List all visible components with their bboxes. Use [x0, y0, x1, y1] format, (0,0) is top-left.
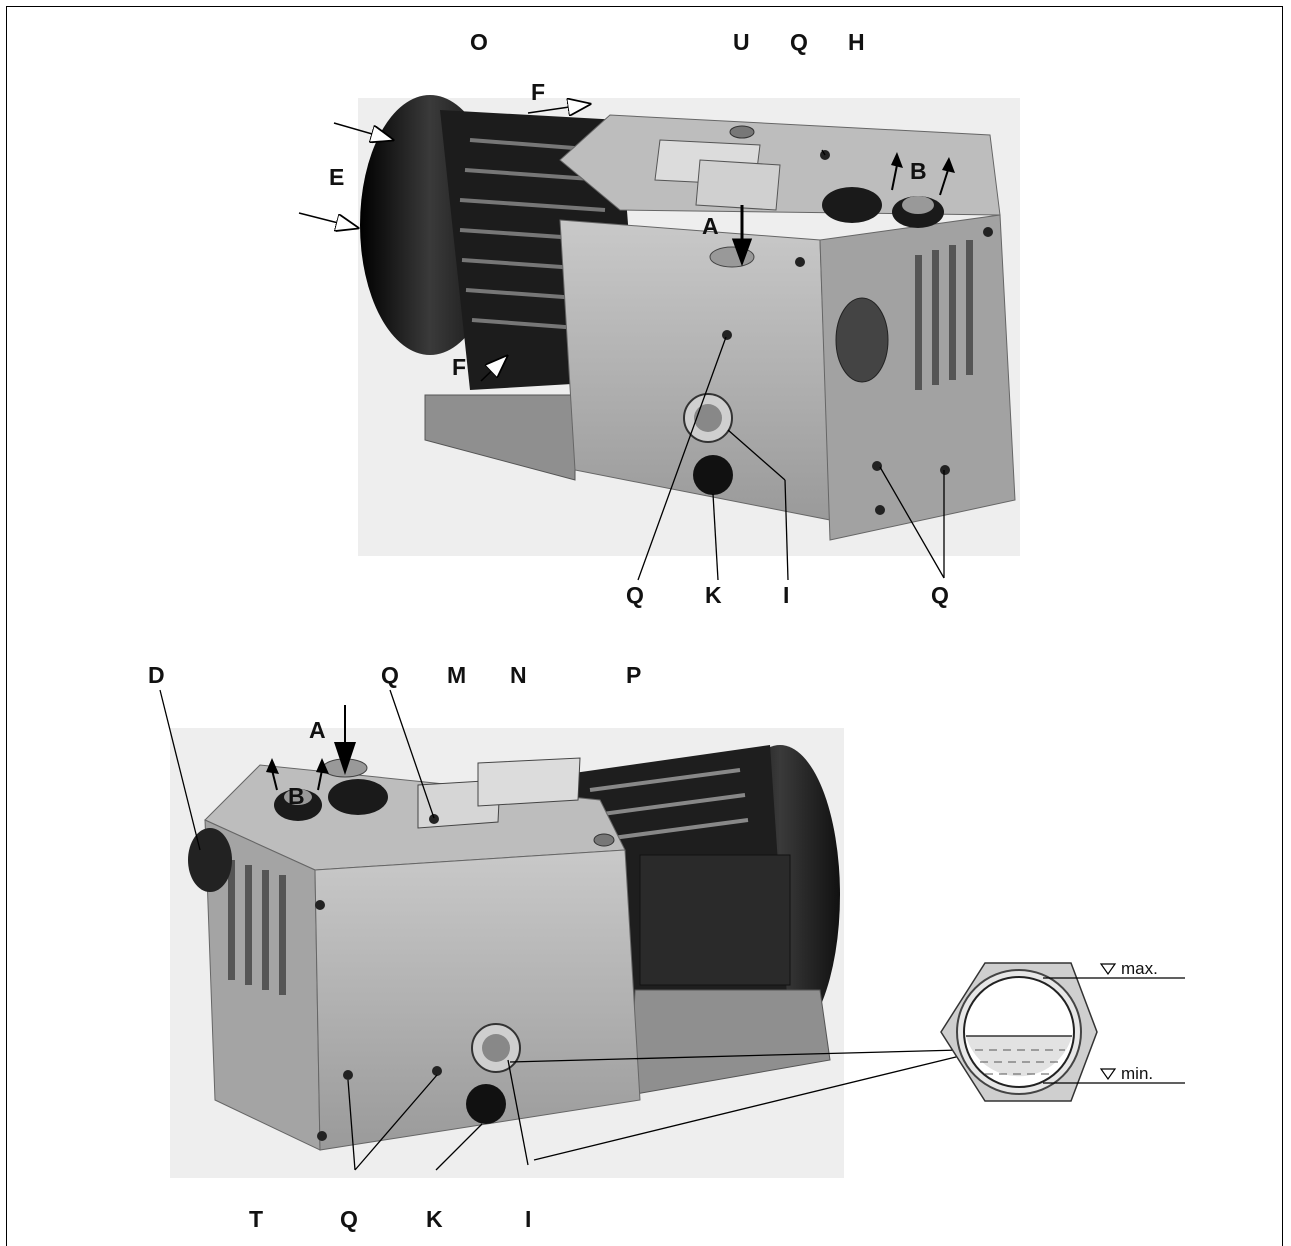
label-bottom-q: Q [340, 1206, 358, 1232]
bottom-terminal-box [639, 854, 791, 986]
top-arrow-b-heads [891, 152, 955, 173]
bottom-arrow-b-vents [271, 769, 323, 791]
top-knob-b-cap [902, 196, 934, 214]
label-top-b: B [910, 158, 927, 184]
bottom-pump-photo [159, 689, 844, 1178]
top-arrow-f-lower [480, 356, 507, 382]
label-top-h: H [848, 29, 865, 55]
bottom-callout-labels: D Q M N P A B T Q K I [148, 662, 641, 1232]
label-top-q-right: Q [931, 582, 949, 608]
top-sight-glass-inner [694, 404, 722, 432]
bottom-sight-glass-inner [482, 1034, 510, 1062]
label-bottom-a: A [309, 717, 326, 743]
label-bottom-i: I [525, 1206, 531, 1232]
top-pump-photo [298, 95, 1020, 581]
label-top-q-left: Q [626, 582, 644, 608]
top-arrow-intake-upper [333, 122, 393, 140]
label-bottom-k: K [426, 1206, 443, 1232]
bottom-housing-front [314, 849, 641, 1151]
top-knob-h [822, 187, 882, 223]
bottom-leader-lines [159, 689, 529, 1171]
top-port-u [729, 125, 755, 139]
bottom-arrow-a-head [334, 742, 356, 775]
label-top-e: E [329, 164, 344, 190]
label-top-f-upper: F [531, 79, 545, 105]
bottom-exhaust-port [188, 828, 232, 892]
top-arrow-f-upper [527, 104, 590, 113]
bottom-housing-screws [315, 814, 442, 1141]
bottom-drain-plug [466, 1084, 506, 1124]
gauge-max-marker [1099, 963, 1117, 976]
bottom-knob-b-cap [284, 789, 312, 805]
gauge-leader-lower [533, 1055, 961, 1161]
label-bottom-b: B [288, 783, 305, 809]
top-exhaust-port [835, 297, 889, 383]
label-bottom-m: M [447, 662, 466, 688]
label-bottom-t: T [249, 1206, 263, 1232]
bottom-port-u [593, 833, 615, 847]
gauge-min-marker [1099, 1068, 1117, 1081]
top-leader-lines [637, 149, 945, 581]
label-top-a: A [702, 213, 719, 239]
label-top-o: O [470, 29, 488, 55]
bottom-plate-n [477, 757, 581, 807]
gauge-leader-upper [509, 1049, 961, 1063]
bottom-motor-fins [589, 768, 749, 842]
top-drain-plug [693, 455, 733, 495]
top-arrow-intake-lower [298, 212, 358, 228]
oil-level-gauge-detail: max. min. [940, 959, 1185, 1102]
bottom-arrow-b-heads [266, 758, 329, 774]
bottom-knob-a [328, 779, 388, 815]
top-housing-screws [722, 150, 993, 515]
gauge-max-label: max. [1121, 959, 1158, 978]
top-arrow-b-vents [891, 164, 949, 196]
top-callout-labels: O U Q H F E B A F Q K I Q [329, 29, 949, 608]
top-motor-foot [424, 394, 576, 481]
gauge-min-label: min. [1121, 1064, 1153, 1083]
label-top-u: U [733, 29, 750, 55]
bottom-cooling-slots [228, 860, 286, 995]
label-top-i: I [783, 582, 789, 608]
top-cooling-slots [915, 240, 973, 390]
label-bottom-q-top: Q [381, 662, 399, 688]
figure-frame [6, 6, 1283, 1246]
label-bottom-p: P [626, 662, 641, 688]
label-bottom-n: N [510, 662, 527, 688]
gauge-oil-fill [966, 1036, 1072, 1077]
top-rating-plate [695, 159, 781, 211]
top-arrow-a-inlet [731, 205, 753, 267]
gauge-oil-hatching [975, 1049, 1065, 1075]
label-bottom-d: D [148, 662, 165, 688]
label-top-f-lower: F [452, 354, 466, 380]
top-airflow-arrows [298, 104, 590, 382]
label-top-k: K [705, 582, 722, 608]
label-top-q: Q [790, 29, 808, 55]
